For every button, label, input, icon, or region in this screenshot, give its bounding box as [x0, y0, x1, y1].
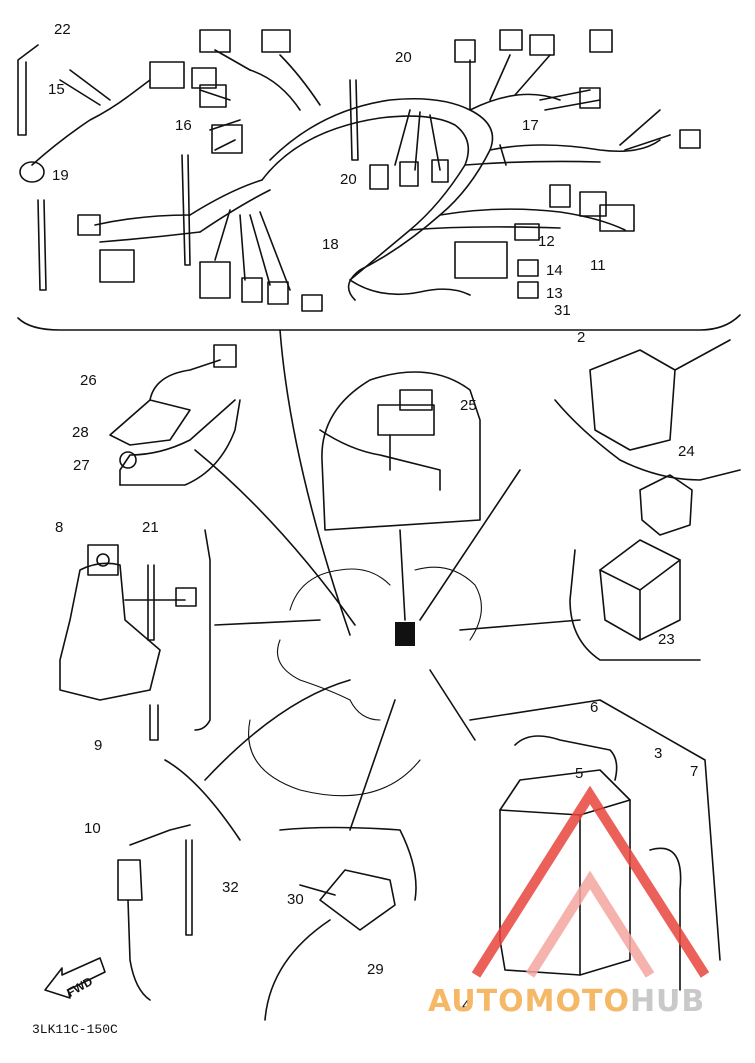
callout-24: 24: [678, 443, 695, 460]
sub-harness-15: [19, 69, 151, 183]
flasher-25: [319, 389, 441, 491]
callout-3: 3: [654, 745, 663, 762]
callout-5: 5: [575, 765, 584, 782]
callout-10: 10: [84, 820, 101, 837]
callout-21: 21: [142, 519, 159, 536]
callout-23: 23: [658, 631, 675, 648]
ignition-switch: [59, 544, 197, 741]
battery: [499, 735, 682, 991]
watermark-text-secondary: HUB: [629, 984, 706, 1019]
callout-7: 7: [690, 763, 699, 780]
callout-15: 15: [48, 81, 65, 98]
panel-outlines: [119, 371, 741, 961]
callout-20-mid: 20: [340, 171, 357, 188]
callout-22: 22: [54, 21, 71, 38]
leader-lines: [194, 329, 581, 831]
callout-28: 28: [72, 424, 89, 441]
fuse-block: [395, 622, 415, 646]
relay-2: [589, 339, 731, 536]
callout-11: 11: [590, 257, 606, 274]
relay-23: [599, 539, 681, 641]
fwd-arrow-shape: [44, 957, 106, 999]
callout-25: 25: [460, 397, 477, 414]
watermark-text-primary: AUTOMOTO: [428, 984, 630, 1019]
sensor-29: [264, 869, 396, 1021]
sensor-28: [109, 344, 237, 469]
callout-6: 6: [590, 699, 599, 716]
callout-9: 9: [94, 737, 103, 754]
callout-8: 8: [55, 519, 64, 536]
callout-20-top: 20: [395, 49, 412, 66]
main-harness: [94, 49, 671, 301]
frame-outline: [248, 566, 482, 797]
callout-16: 16: [175, 117, 192, 134]
callout-17: 17: [522, 117, 539, 134]
callout-12: 12: [538, 233, 555, 250]
watermark-text: AUTOMOTOHUB: [428, 984, 705, 1019]
callout-19: 19: [52, 167, 69, 184]
callout-26: 26: [80, 372, 97, 389]
callout-14: 14: [546, 262, 563, 279]
drawing-code: 3LK11C-150C: [32, 1022, 118, 1037]
watermark-logo: [471, 785, 710, 978]
callout-30: 30: [287, 891, 304, 908]
harness-separator: [17, 314, 741, 331]
callout-32: 32: [222, 879, 239, 896]
callout-27: 27: [73, 457, 90, 474]
callout-2-top: 2: [577, 329, 586, 346]
callout-18: 18: [322, 236, 339, 253]
callout-13: 13: [546, 285, 563, 302]
callout-29: 29: [367, 961, 384, 978]
switch-10: [117, 824, 191, 1001]
tie-straps: [17, 44, 507, 936]
callout-31: 31: [554, 302, 571, 319]
harness-connectors: [77, 29, 701, 312]
callout-4: 4: [462, 997, 471, 1014]
